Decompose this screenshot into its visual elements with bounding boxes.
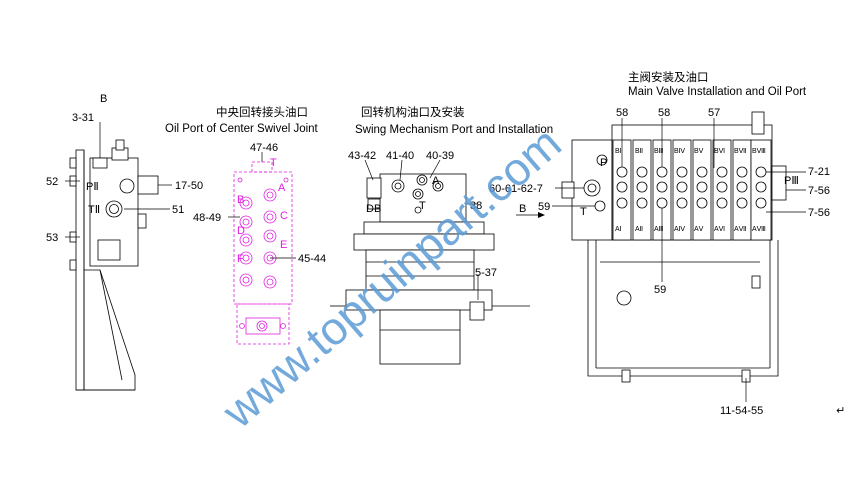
swing-port-db: DB <box>366 203 381 215</box>
section-a8: AⅧ <box>752 226 766 233</box>
main-valve-port-p: P <box>600 157 607 169</box>
section-b2: BⅡ <box>635 148 643 155</box>
section-a4: AⅣ <box>674 226 686 233</box>
swivel-port-t: T <box>270 157 277 169</box>
callout-40-39: 40-39 <box>426 150 454 162</box>
callout-58-b: 58 <box>658 107 670 119</box>
swivel-port-f: F <box>237 253 244 265</box>
callout-17-50: 17-50 <box>175 180 203 192</box>
section-b5: BⅤ <box>694 148 704 155</box>
section-a6: AⅥ <box>714 226 725 233</box>
callout-60-61-62-7: 60-61-62-7 <box>489 183 543 195</box>
callout-53: 53 <box>46 232 58 244</box>
swivel-port-a: A <box>278 182 286 194</box>
callout-48-49: 48-49 <box>193 212 221 224</box>
swivel-port-c: C <box>280 210 288 222</box>
callout-38: 38 <box>470 200 482 212</box>
swing-title-en: Swing Mechanism Port and Installation <box>355 124 553 136</box>
view-b-port-t2: TⅡ <box>88 204 100 216</box>
callout-7-56-b: 7-56 <box>808 207 830 219</box>
swivel-title-cn: 中央回转接头油口 <box>216 105 308 119</box>
section-b3: BⅢ <box>654 148 664 155</box>
watermark: www.topruinpart.com <box>212 117 571 439</box>
callout-45-44: 45-44 <box>298 253 326 265</box>
section-b7: BⅦ <box>734 148 747 155</box>
callout-3-31: 3-31 <box>72 112 94 124</box>
callout-43-42: 43-42 <box>348 150 376 162</box>
section-b8: BⅧ <box>752 148 766 155</box>
view-b-port-p2: PⅡ <box>86 181 99 193</box>
section-a7: AⅦ <box>734 226 747 233</box>
end-of-paragraph-mark: ↵ <box>836 405 845 417</box>
section-b4: BⅣ <box>674 148 686 155</box>
section-b6: BⅥ <box>714 148 725 155</box>
view-b-label: B <box>100 93 107 105</box>
section-a2: AⅡ <box>635 226 643 233</box>
main-valve-port-t: T <box>580 206 587 218</box>
section-a1: AⅠ <box>615 226 622 233</box>
swing-mechanism-drawing: 回转机构油口及安装 Swing Mechanism Port and Insta… <box>330 105 553 365</box>
callout-5-37: 5-37 <box>475 267 497 279</box>
callout-58-a: 58 <box>616 107 628 119</box>
callout-47-46: 47-46 <box>250 142 278 154</box>
swivel-port-e: E <box>280 239 287 251</box>
callout-41-40: 41-40 <box>386 150 414 162</box>
main-valve-arrow-label: B <box>519 203 526 215</box>
swing-title-cn: 回转机构油口及安装 <box>361 105 465 119</box>
swing-port-a: A <box>432 175 440 187</box>
callout-7-56-a: 7-56 <box>808 185 830 197</box>
swivel-title-en: Oil Port of Center Swivel Joint <box>165 123 319 135</box>
view-arrow-icon <box>538 212 545 218</box>
main-valve-title-cn: 主阀安装及油口 <box>628 70 709 84</box>
main-valve-port-p3: PⅢ <box>784 175 799 187</box>
section-a3: AⅢ <box>654 226 664 233</box>
callout-52: 52 <box>46 176 58 188</box>
swing-port-t: T <box>419 200 426 212</box>
callout-51: 51 <box>172 204 184 216</box>
callout-7-21: 7-21 <box>808 166 830 178</box>
swivel-port-d: D <box>237 225 245 237</box>
section-b1: BⅠ <box>615 148 622 155</box>
main-valve-drawing: 主阀安装及油口 Main Valve Installation and Oil … <box>489 70 830 417</box>
swivel-port-b: B <box>237 194 244 206</box>
callout-59-b: 59 <box>654 284 666 296</box>
view-b-drawing: B PⅡ TⅡ 3-31 52 53 17-50 51 <box>46 93 203 391</box>
callout-57: 57 <box>708 107 720 119</box>
swivel-joint-drawing: 中央回转接头油口 Oil Port of Center Swivel Joint… <box>165 105 326 345</box>
main-valve-title-en: Main Valve Installation and Oil Port <box>628 86 807 98</box>
callout-11-54-55: 11-54-55 <box>720 405 763 417</box>
callout-59-a: 59 <box>538 201 550 213</box>
section-a5: AⅤ <box>694 226 704 233</box>
